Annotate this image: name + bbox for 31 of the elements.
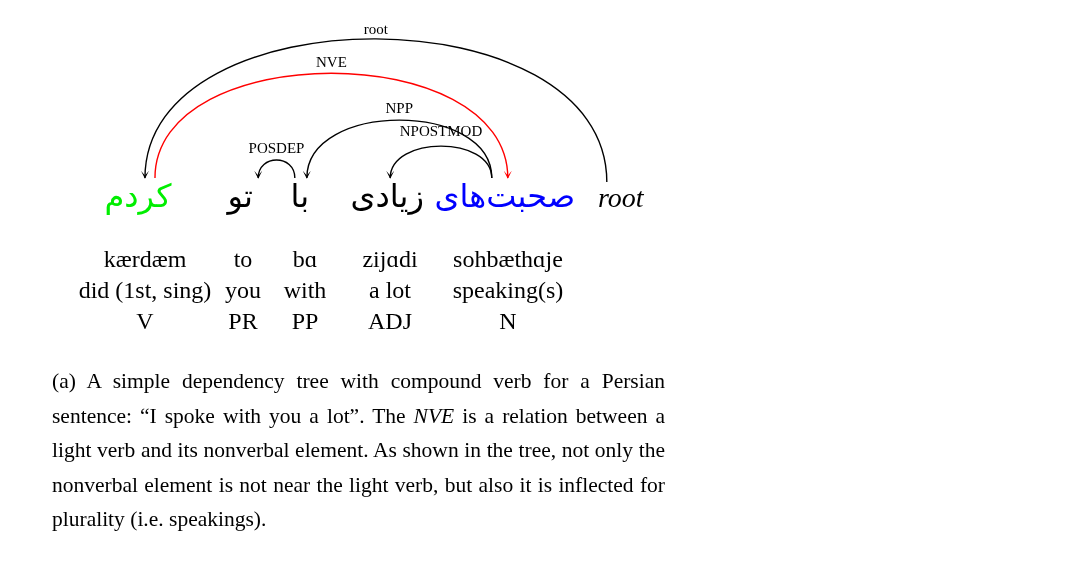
persian-word: با (290, 178, 310, 214)
root-label: root (598, 182, 644, 214)
gloss-text: a lot (369, 278, 411, 302)
gloss-text: did (1st, sing) (78, 278, 212, 302)
caption: (a) A simple dependency tree with compound verb for a Persian sentence: “I spoke with you a lot”. The NVE is a relation between a light verb and its nonverbal element. As shown in the tree, not only the nonverbal element is not near the light verb, but also it is inflected for plurality (i.e. speakings). (52, 368, 665, 533)
persian-word: صحبت‌های (434, 178, 576, 214)
gloss-text: you (225, 278, 261, 302)
dependency-arc (304, 119, 493, 179)
pos-tag: N (499, 309, 517, 333)
transliteration-text: to (233, 247, 253, 271)
gloss-text: with (283, 278, 327, 302)
persian-word: کردم (104, 178, 172, 214)
edge-label: NPP (385, 101, 414, 116)
transliteration-text: bɑ (292, 247, 318, 271)
dependency-arc (142, 38, 608, 183)
gloss-text: speaking(s) (452, 278, 564, 302)
transliteration-text: kærdæm (103, 247, 187, 271)
persian-word: زیادی (350, 178, 424, 214)
edge-label: NVE (315, 55, 347, 70)
pos-tag: PP (291, 309, 319, 333)
pos-tag: V (136, 309, 154, 333)
dependency-arc (154, 72, 511, 179)
persian-word: تو (227, 178, 253, 214)
dependency-arc (255, 159, 296, 179)
dependency-arc (387, 145, 493, 179)
transliteration-text: sohbæthɑje (453, 247, 563, 271)
edge-label: POSDEP (248, 141, 305, 156)
pos-tag: ADJ (368, 309, 412, 333)
pos-tag: PR (228, 309, 258, 333)
transliteration-text: zijɑdi (362, 247, 418, 271)
edge-label: root (363, 22, 388, 37)
